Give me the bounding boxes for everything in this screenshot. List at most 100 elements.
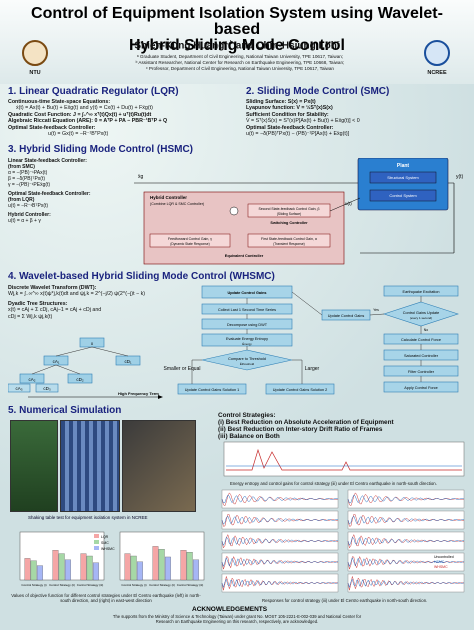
response-waveform	[221, 494, 339, 504]
flow-solution2-label: Update Control Gains Solution 2	[273, 388, 327, 392]
bar-lqr	[52, 550, 59, 581]
tree-label-d1: cD₁	[124, 359, 131, 364]
strategy-2: (ii) Best Reduction on Inter-story Drift…	[218, 426, 383, 433]
lqr-text: Continuous-time State-space Equations: ẋ…	[8, 99, 167, 137]
hsmc-line-6: Optimal State-feedback Controller:	[8, 191, 91, 197]
bar-whsmc	[192, 559, 199, 581]
flow-filter-label: Filter Controller	[408, 370, 435, 374]
hsmc-line-8: u(t) = −R⁻¹BᵀPx(t)	[8, 203, 49, 209]
control-system-block	[369, 189, 437, 202]
bar-category-label: Control Strategy (i)	[121, 583, 146, 587]
test-frame-photo-left	[10, 420, 58, 512]
hsmc-line-7: (from LQR)	[8, 197, 35, 203]
author-2: and Chin-Hsiung Loh	[232, 40, 337, 52]
bar-lqr	[124, 553, 131, 581]
response-waveform	[347, 515, 465, 525]
bar-lqr	[180, 550, 187, 581]
legend-swatch	[94, 546, 99, 550]
feedforward-gain-block	[149, 233, 231, 248]
second-gain-block	[247, 203, 331, 218]
flow-decompose-label: Decompose using DWT	[227, 323, 268, 327]
lqr-line-2: ẋ(t) = Ax(t) + Bu(t) + Eẍg(t) and y(t) =…	[16, 105, 153, 112]
plant-label: Plant	[397, 163, 410, 169]
tree-node-a3	[8, 383, 31, 393]
energy-entropy-plot	[223, 441, 465, 477]
response-legend-label: Uncontrolled	[434, 555, 454, 559]
response-waveform	[221, 492, 339, 507]
bar-lqr	[24, 558, 31, 581]
flow-smaller-label: Smaller or Equal	[164, 366, 201, 372]
strategy-3: (iii) Balance on Both	[218, 433, 280, 440]
flow-compare-label: Compare to Threshold	[228, 357, 266, 361]
second-gain-label: Second State-feedback Control Gain, β	[259, 207, 320, 211]
response-caption: Responses for control strategy (iii) und…	[262, 598, 428, 603]
bar-category-label: Control Strategy (iii)	[177, 583, 204, 587]
flow-collect-label: Collect Last 1 Second Time Series	[218, 308, 276, 312]
response-waveform	[347, 537, 465, 546]
title-line-2: Hybrid Sliding Mode Control	[129, 37, 345, 54]
bar-smc	[58, 553, 65, 581]
ack-line-2: Research on Earthquake Engineering on th…	[155, 619, 319, 624]
smc-text: Sliding Surface: S(x) = Px(t) Lyapunov f…	[246, 99, 360, 137]
smc-line-1: Sliding Surface: S(x) = Px(t)	[246, 99, 316, 105]
first-gain-label: First State-feedback Control Gain, α	[261, 237, 317, 241]
section-simulation-heading: 5. Numerical Simulation	[8, 405, 122, 416]
response-subplot	[221, 573, 339, 593]
bar-whsmc	[64, 559, 71, 581]
flow-sat-label: Saturated Controller	[404, 354, 439, 358]
bar-whsmc	[136, 561, 143, 581]
response-waveform	[221, 515, 339, 525]
bar-category-label: Control Strategy (ii)	[49, 583, 75, 587]
control-strategies: Control Strategies: (i) Best Reduction o…	[218, 412, 394, 440]
smc-line-4: V̇ = Sᵀ(x)Ṡ(x) = Sᵀ(x)P[Ax(t) + Bu(t) + …	[246, 118, 360, 125]
hybrid-controller-sub: (Combine LQR & SMC Controller)	[150, 202, 204, 206]
bar-smc	[30, 560, 37, 581]
legend-label: LQR	[101, 535, 109, 539]
bar-category-label: Control Strategy (iii)	[77, 583, 104, 587]
flow-update-label: Update Control Gains	[227, 291, 266, 295]
bar-whsmc	[92, 562, 99, 581]
lqr-line-3: Quadratic Cost Function: J = ∫₀^∞ xᵀ(t)Q…	[8, 111, 152, 118]
equivalent-controller-label: Equivalent Controller	[225, 254, 264, 258]
control-force-label: u(t)	[345, 201, 352, 206]
hsmc-line-2: (from SMC)	[8, 164, 35, 170]
ncree-logo	[424, 40, 450, 66]
whsmc-line-4: x(t) = cAj + Σ cDj, cAj−1 = cAj + cDj an…	[8, 307, 102, 314]
legend-swatch	[94, 540, 99, 544]
tree-label-a2: cA₂	[29, 377, 36, 382]
flow-solution1-label: Update Control Gains Solution 1	[185, 388, 239, 392]
structural-system-label: Structural System	[387, 175, 419, 180]
lqr-line-1: Continuous-time State-space Equations:	[8, 99, 111, 105]
response-waveform	[347, 578, 465, 589]
test-frame-photo-right	[122, 420, 196, 512]
summing-junction-icon	[229, 206, 239, 216]
bar-smc	[86, 555, 93, 581]
smc-line-6: u(t) = −δ(PB)ᵀPx(t) − (PB)⁻¹P[Ax(t) + Eẍ…	[246, 131, 350, 138]
hsmc-line-9: Hybrid Controller:	[8, 212, 51, 218]
flow-yes-label: Yes	[373, 308, 379, 312]
bar-smc	[158, 549, 165, 581]
flow-calc-label: Calculate Control Force	[401, 338, 441, 342]
hybrid-controller-label: Hybrid Controller	[150, 195, 187, 200]
flow-evaluate-label: Evaluate Energy Entropy	[226, 337, 268, 341]
flow-larger-label: Larger	[305, 366, 320, 372]
tree-node-d3	[35, 383, 59, 393]
tree-label-x: x	[91, 341, 94, 346]
response-legend-label: HSMC	[434, 560, 445, 564]
control-system-label: Control System	[389, 193, 417, 198]
affiliation-a: ᵃ Graduate Student, Department of Civil …	[136, 54, 344, 59]
response-waveform	[221, 537, 339, 546]
response-waveform	[347, 557, 465, 568]
flow-compare-diamond	[201, 349, 293, 371]
flow-no-label: No	[424, 328, 429, 332]
smc-line-3: Sufficient Condition for Stability:	[246, 111, 329, 118]
response-waveform	[347, 494, 465, 504]
bar-category-label: Control Strategy (i)	[21, 583, 46, 587]
flow-update-gains-label: Update Control Gains	[328, 314, 365, 318]
ncree-logo-label: NCREE	[427, 70, 447, 76]
section-hsmc-heading: 3. Hybrid Sliding Mode Control (HSMC)	[8, 144, 193, 155]
flow-excitation-label: Earthquake Excitation	[403, 290, 440, 294]
legend-swatch	[94, 534, 99, 538]
bar-chart-caption: Values of objective function for differe…	[11, 593, 201, 603]
